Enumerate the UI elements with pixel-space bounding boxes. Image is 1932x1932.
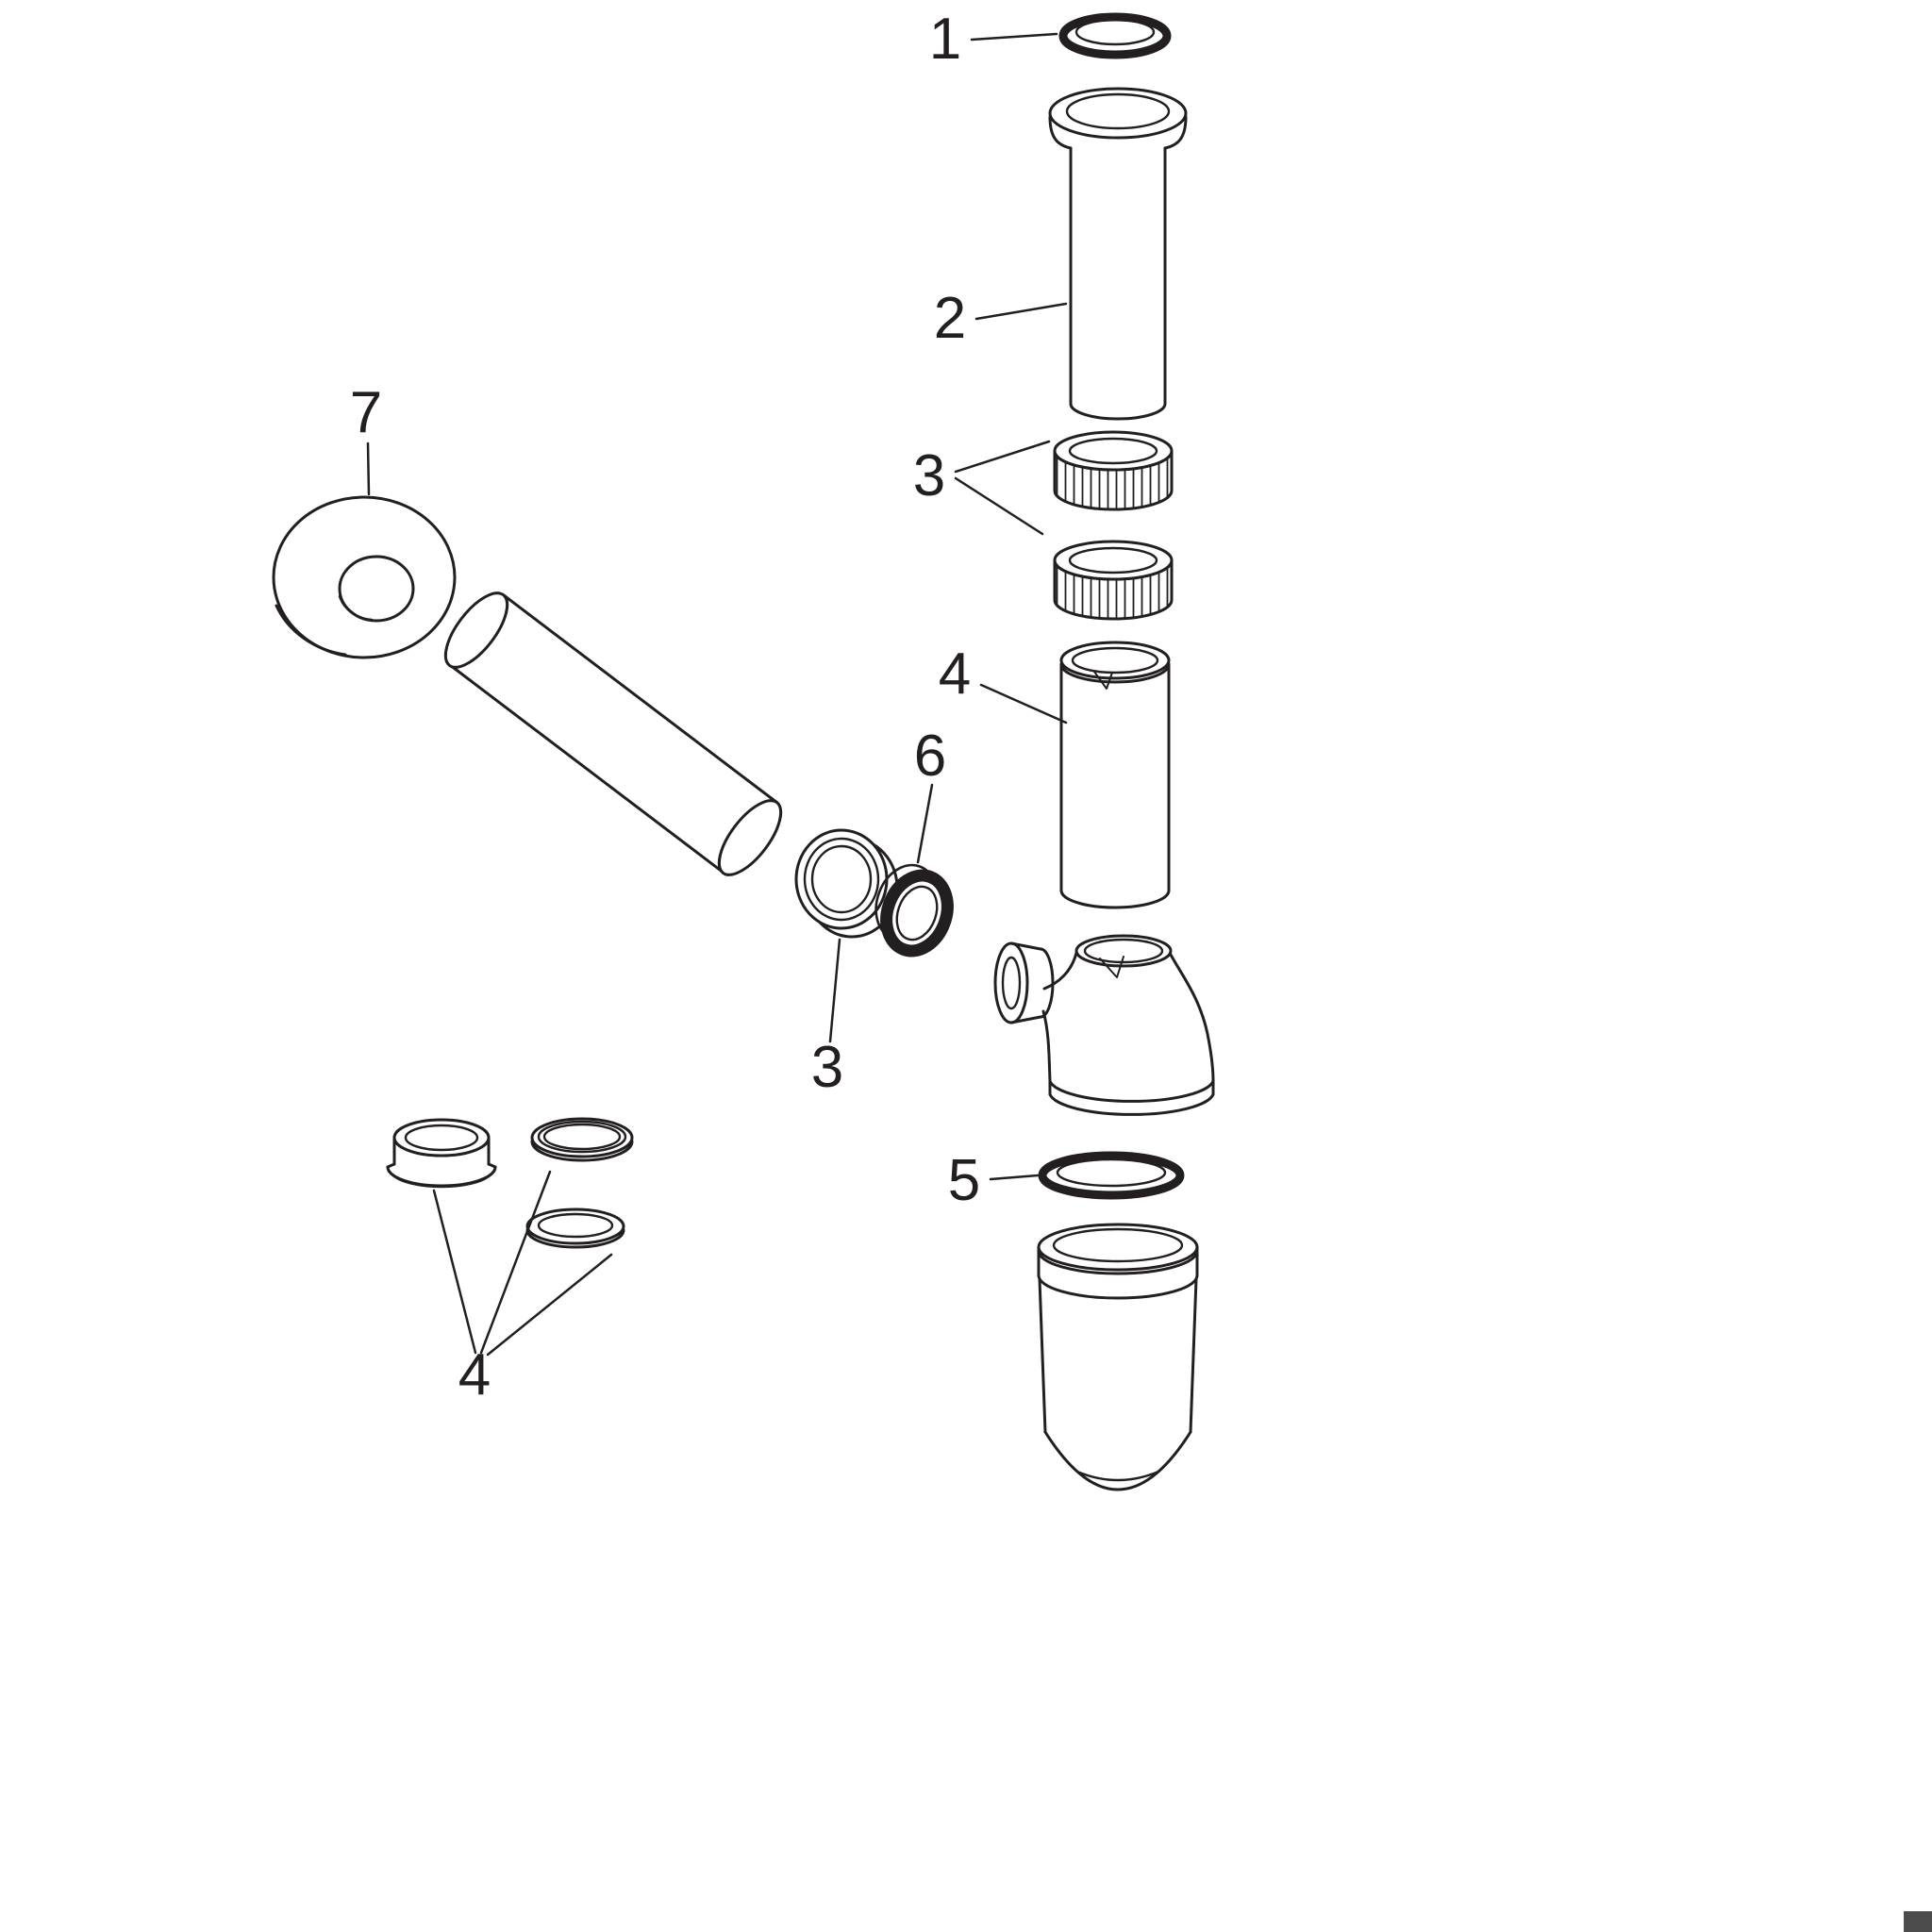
part-flat-gasket xyxy=(1038,1151,1185,1200)
part-union-nut-upper-2 xyxy=(1053,540,1174,621)
mold-mark xyxy=(1093,671,1113,690)
leader-line-3a1 xyxy=(954,440,1051,474)
part-seal-ring-top xyxy=(1058,12,1172,59)
part-wall-escutcheon xyxy=(272,495,457,659)
part-flat-ring xyxy=(525,1208,625,1249)
leader-line-4b2 xyxy=(479,1170,552,1355)
callout-5: 5 xyxy=(948,1148,980,1213)
leader-lines xyxy=(366,32,1068,1357)
part-adapter-bushing xyxy=(386,1118,497,1189)
part-wall-pipe xyxy=(443,591,783,876)
part-union-ring xyxy=(530,1117,634,1162)
leader-line-1 xyxy=(970,32,1058,42)
callout-4-lower: 4 xyxy=(458,1342,491,1407)
side-port-flange xyxy=(993,941,1029,1024)
callout-3-upper: 3 xyxy=(913,443,945,508)
part-union-nut-upper-1 xyxy=(1053,430,1174,511)
part-seal-sleeve xyxy=(874,863,954,958)
leader-line-3a2 xyxy=(954,476,1044,536)
callout-7: 7 xyxy=(350,380,382,445)
callout-labels: 1 2 3 4 6 3 7 5 4 xyxy=(350,7,980,1407)
part-inlet-tube xyxy=(1059,641,1171,909)
callout-3-middle: 3 xyxy=(811,1035,843,1100)
leader-line-3b xyxy=(828,938,841,1043)
corner-mark xyxy=(1904,1911,1932,1932)
callout-2: 2 xyxy=(934,286,966,351)
leader-line-2 xyxy=(974,302,1068,321)
callout-1: 1 xyxy=(929,7,961,72)
part-trap-cup xyxy=(1037,1223,1199,1491)
leader-line-7 xyxy=(366,441,371,496)
leader-line-4b3 xyxy=(486,1253,613,1357)
leader-line-4b1 xyxy=(432,1189,477,1355)
callout-6: 6 xyxy=(914,724,946,789)
mold-mark xyxy=(1099,956,1124,978)
callout-4-upper: 4 xyxy=(939,641,971,707)
leader-line-4a xyxy=(979,683,1068,724)
leader-line-5 xyxy=(989,1174,1040,1181)
part-trap-body xyxy=(993,934,1215,1116)
leader-line-6 xyxy=(916,783,934,864)
part-extension-pipe xyxy=(1048,87,1188,421)
